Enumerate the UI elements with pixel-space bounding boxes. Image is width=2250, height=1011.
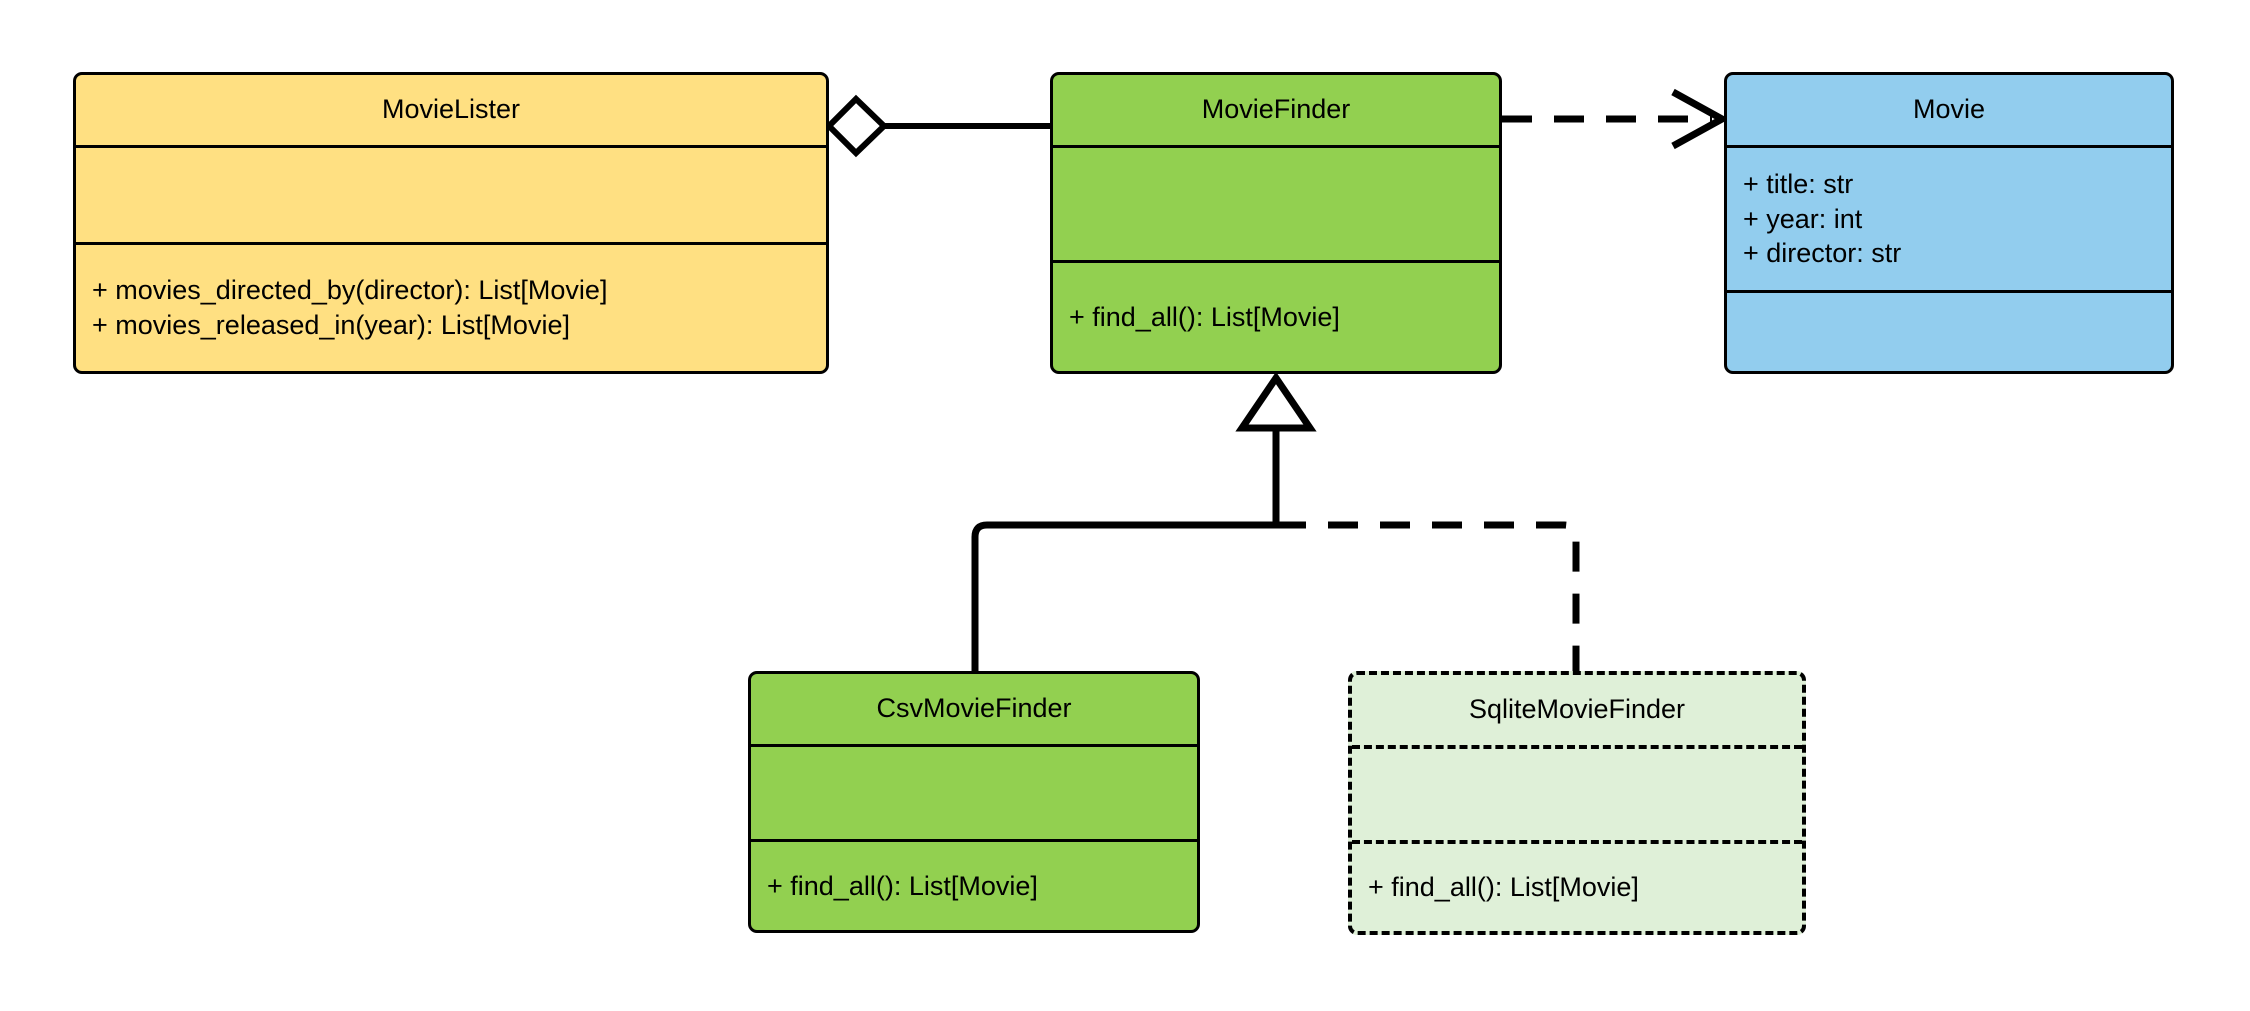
hollow-triangle-icon (1235, 371, 1317, 432)
methods-list: + movies_directed_by(director): List[Mov… (76, 245, 826, 371)
attribute-item: + year: int (1743, 203, 1863, 234)
method-item: + movies_directed_by(director): List[Mov… (92, 275, 608, 306)
edge-generalization-sqlite (1276, 521, 1580, 671)
method-item: + find_all(): List[Movie] (1368, 872, 1639, 903)
class-methods-compartment: + movies_directed_by(director): List[Mov… (76, 242, 826, 371)
class-name-label: MovieFinder (1201, 94, 1351, 125)
methods-list: + find_all(): List[Movie] (751, 842, 1197, 930)
class-methods-compartment: + find_all(): List[Movie] (751, 839, 1197, 930)
class-box-movie-finder[interactable]: MovieFinder + find_all(): List[Movie] (1050, 72, 1502, 374)
attributes-empty (1352, 749, 1802, 840)
edge-dependency-finder-movie (1502, 88, 1730, 150)
methods-list: + find_all(): List[Movie] (1053, 263, 1499, 371)
attributes-empty (751, 747, 1197, 839)
class-box-csv-movie-finder[interactable]: CsvMovieFinder + find_all(): List[Movie] (748, 671, 1200, 933)
class-name-label: CsvMovieFinder (876, 693, 1072, 724)
class-attributes-compartment (1352, 745, 1802, 840)
edge-aggregation-lister-finder (824, 94, 1050, 158)
class-methods-compartment: + find_all(): List[Movie] (1053, 260, 1499, 371)
class-box-movie-lister[interactable]: MovieLister + movies_directed_by(directo… (73, 72, 829, 374)
method-item: + find_all(): List[Movie] (1069, 301, 1340, 332)
class-name-compartment: MovieFinder (1053, 75, 1499, 145)
class-attributes-compartment (76, 145, 826, 242)
attributes-empty (1053, 148, 1499, 260)
class-attributes-compartment (751, 744, 1197, 839)
class-name-label: Movie (1912, 94, 1986, 125)
attribute-item: + title: str (1743, 169, 1854, 200)
attributes-empty (76, 148, 826, 242)
method-item: + find_all(): List[Movie] (767, 870, 1038, 901)
class-methods-compartment (1727, 290, 2171, 371)
class-methods-compartment: + find_all(): List[Movie] (1352, 840, 1802, 931)
class-name-label: MovieLister (381, 94, 521, 125)
open-arrow-icon (1671, 88, 1730, 150)
class-attributes-compartment (1053, 145, 1499, 260)
class-name-compartment: MovieLister (76, 75, 826, 145)
edge-generalization-csv (971, 521, 1276, 671)
class-name-compartment: SqliteMovieFinder (1352, 675, 1802, 745)
edge-generalization-stem (1235, 371, 1317, 525)
class-box-sqlite-movie-finder[interactable]: SqliteMovieFinder + find_all(): List[Mov… (1348, 671, 1806, 935)
class-attributes-compartment: + title: str + year: int + director: str (1727, 145, 2171, 290)
class-name-compartment: Movie (1727, 75, 2171, 145)
methods-empty (1727, 293, 2171, 371)
class-box-movie[interactable]: Movie + title: str + year: int + directo… (1724, 72, 2174, 374)
class-name-compartment: CsvMovieFinder (751, 674, 1197, 744)
hollow-diamond-icon (824, 94, 889, 158)
attribute-item: + director: str (1743, 238, 1902, 269)
method-item: + movies_released_in(year): List[Movie] (92, 310, 570, 340)
attributes-list: + title: str + year: int + director: str (1727, 148, 2171, 290)
methods-list: + find_all(): List[Movie] (1352, 844, 1802, 931)
class-name-label: SqliteMovieFinder (1468, 694, 1686, 725)
